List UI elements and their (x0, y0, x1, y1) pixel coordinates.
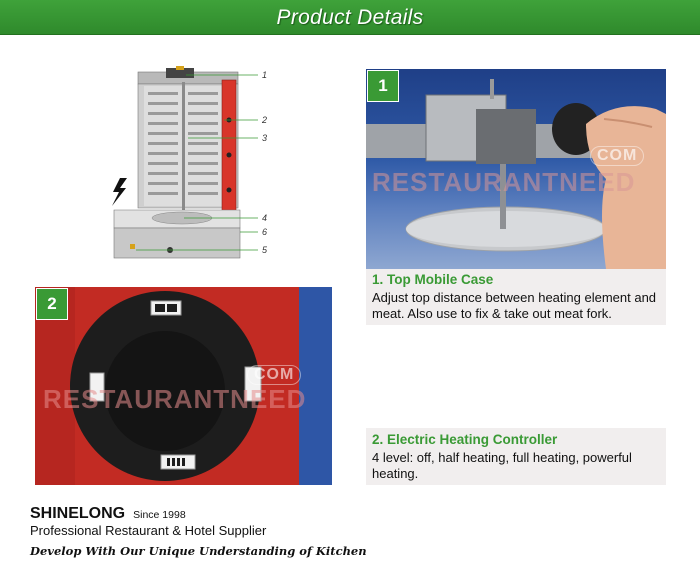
header-banner: Product Details (0, 0, 700, 35)
caption-heating-controller: 2. Electric Heating Controller 4 level: … (366, 428, 666, 485)
slogan-text: Develop With Our Unique Understanding of… (30, 544, 367, 558)
top-case-illustration (366, 79, 666, 269)
caption-title: 2. Electric Heating Controller (372, 432, 558, 447)
watermark-com: COM (590, 146, 645, 166)
heating-controller-photo: COM RESTAURANTNEED (35, 287, 332, 485)
controller-illustration (35, 287, 332, 485)
page-title: Product Details (276, 6, 424, 29)
shawarma-machine-diagram: 1 2 3 4 6 5 (112, 66, 268, 259)
supplier-text: Professional Restaurant & Hotel Supplier (30, 523, 267, 538)
brand-line: SHINELONG Since 1998 (30, 505, 186, 523)
brand-name: SHINELONG (30, 505, 126, 522)
brand-since: Since 1998 (133, 509, 186, 521)
step-badge-1: 1 (367, 70, 399, 102)
top-mobile-case-photo: COM RESTAURANTNEED (366, 69, 666, 269)
callout-5: 5 (262, 245, 268, 255)
caption-title: 1. Top Mobile Case (372, 272, 494, 287)
callout-1: 1 (262, 70, 267, 80)
watermark-brand: RESTAURANTNEED (372, 167, 636, 197)
watermark-com: COM (247, 365, 302, 385)
callout-2: 2 (261, 115, 267, 125)
caption-text: Adjust top distance between heating elem… (372, 290, 657, 321)
callout-4: 4 (262, 213, 267, 223)
watermark-brand: RESTAURANTNEED (43, 384, 307, 414)
callout-3: 3 (262, 133, 267, 143)
step-badge-2: 2 (36, 288, 68, 320)
callout-6: 6 (262, 227, 267, 237)
caption-text: 4 level: off, half heating, full heating… (372, 450, 632, 481)
caption-top-mobile-case: 1. Top Mobile Case Adjust top distance b… (366, 269, 666, 325)
